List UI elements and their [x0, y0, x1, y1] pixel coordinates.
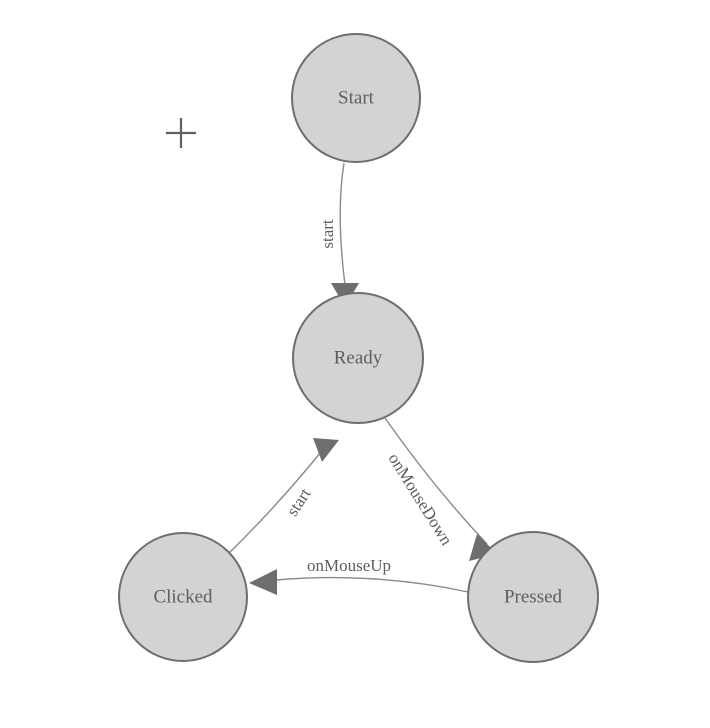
node-label-start: Start [338, 87, 375, 108]
edge-label-ready-to-pressed: onMouseDown [385, 450, 457, 549]
node-shape[interactable] [291, 33, 421, 163]
edge-ready-to-pressed[interactable]: onMouseDown [384, 417, 497, 561]
node-ready[interactable]: Ready [292, 292, 424, 424]
crosshair-icon [166, 118, 196, 148]
node-start[interactable]: Start [291, 33, 421, 163]
node-label-ready: Ready [334, 347, 383, 368]
node-pressed[interactable]: Pressed [467, 531, 599, 663]
edge-line [384, 417, 488, 545]
node-shape[interactable] [292, 292, 424, 424]
edge-line [339, 162, 346, 286]
node-label-pressed: Pressed [504, 586, 563, 607]
node-shape[interactable] [118, 532, 248, 662]
node-shape[interactable] [467, 531, 599, 663]
node-clicked[interactable]: Clicked [118, 532, 248, 662]
edge-label-clicked-to-ready: start [283, 484, 315, 519]
edge-clicked-to-ready[interactable]: start [227, 438, 339, 555]
arrowhead-icon [249, 569, 277, 595]
edge-label-start-to-ready: start [318, 219, 337, 249]
arrowhead-icon [313, 438, 339, 462]
node-label-clicked: Clicked [153, 586, 213, 607]
edge-start-to-ready[interactable]: start [318, 162, 359, 307]
edge-pressed-to-clicked[interactable]: onMouseUp [249, 556, 469, 595]
edge-label-pressed-to-clicked: onMouseUp [307, 556, 391, 575]
edge-line [227, 446, 326, 555]
edge-line [275, 576, 469, 593]
